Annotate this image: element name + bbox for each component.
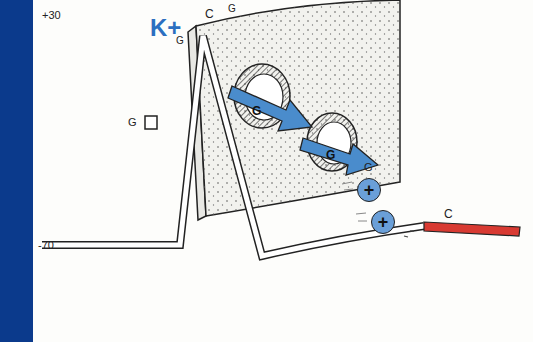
ion-circle: + (371, 210, 395, 234)
marker-box (145, 116, 157, 129)
label: C (205, 8, 214, 20)
label: G (176, 36, 184, 46)
side-band (0, 0, 33, 342)
label: +30 (42, 10, 61, 21)
ion-circle: + (357, 178, 381, 202)
ion-charge: + (364, 181, 375, 199)
ion-charge: + (378, 213, 389, 231)
label: C (444, 208, 453, 220)
label: G (128, 117, 137, 128)
potential-trace (42, 36, 520, 256)
label: G (364, 162, 373, 173)
label: G (326, 149, 335, 161)
label: G (228, 4, 236, 14)
flow-arrow (228, 86, 378, 175)
label: G (252, 105, 261, 117)
label: -70 (38, 240, 54, 251)
